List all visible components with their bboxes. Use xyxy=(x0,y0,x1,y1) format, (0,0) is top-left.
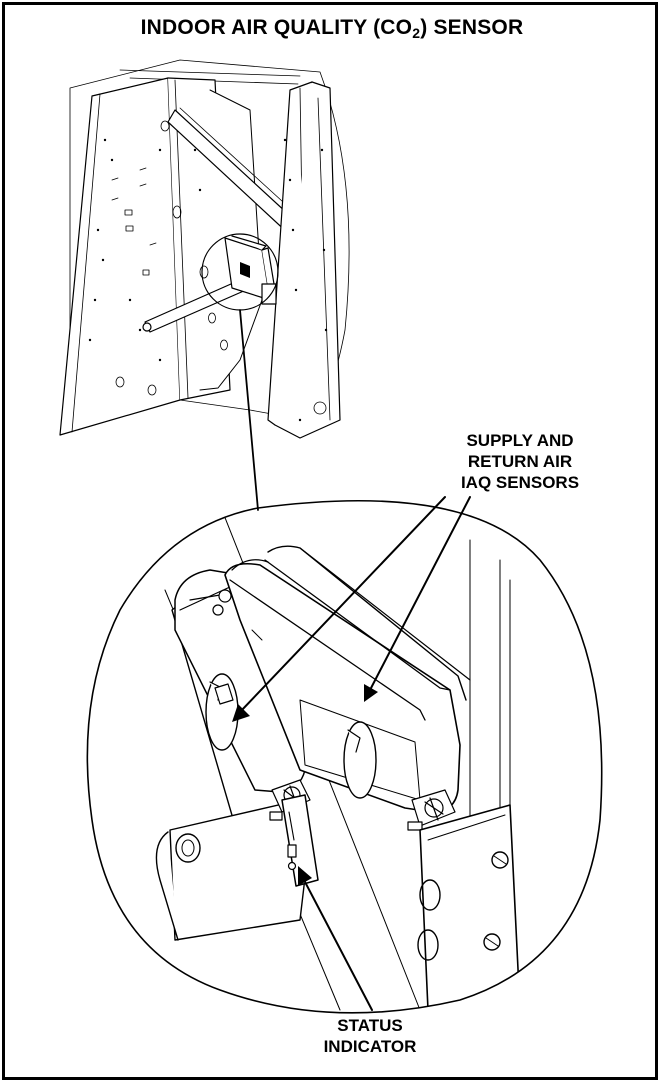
left-panel xyxy=(59,77,181,436)
callout-status-line1: STATUS xyxy=(337,1016,403,1035)
title-main: INDOOR AIR QUALITY (CO xyxy=(140,16,413,39)
detail-leader xyxy=(239,309,259,511)
status-led xyxy=(287,861,297,871)
arrow-right-sensor xyxy=(369,496,471,691)
right-panel-front xyxy=(274,81,341,439)
title-end: ) SENSOR xyxy=(420,16,524,39)
enlarged-detail xyxy=(86,499,603,1014)
callout-status-indicator: STATUS INDICATOR xyxy=(305,1015,435,1057)
callout-supply-line1: SUPPLY AND xyxy=(466,431,574,450)
title-subscript: 2 xyxy=(412,25,421,41)
callout-supply-line2: RETURN AIR xyxy=(467,452,573,471)
callout-supply-return-sensors: SUPPLY AND RETURN AIR IAQ SENSORS xyxy=(420,430,620,493)
figure-title: INDOOR AIR QUALITY (CO2) SENSOR xyxy=(0,16,664,40)
callout-status-line2: INDICATOR xyxy=(323,1037,417,1056)
sensor-right-port xyxy=(343,721,377,799)
arm-end-cap xyxy=(175,833,201,863)
arrow-left-sensor xyxy=(239,496,446,713)
callout-supply-line3: IAQ SENSORS xyxy=(460,473,580,492)
unit-overview-drawing xyxy=(59,59,350,439)
callout-arrows xyxy=(232,496,471,1011)
arrow-status-indicator xyxy=(303,879,373,1011)
detail-oval xyxy=(86,499,603,1014)
